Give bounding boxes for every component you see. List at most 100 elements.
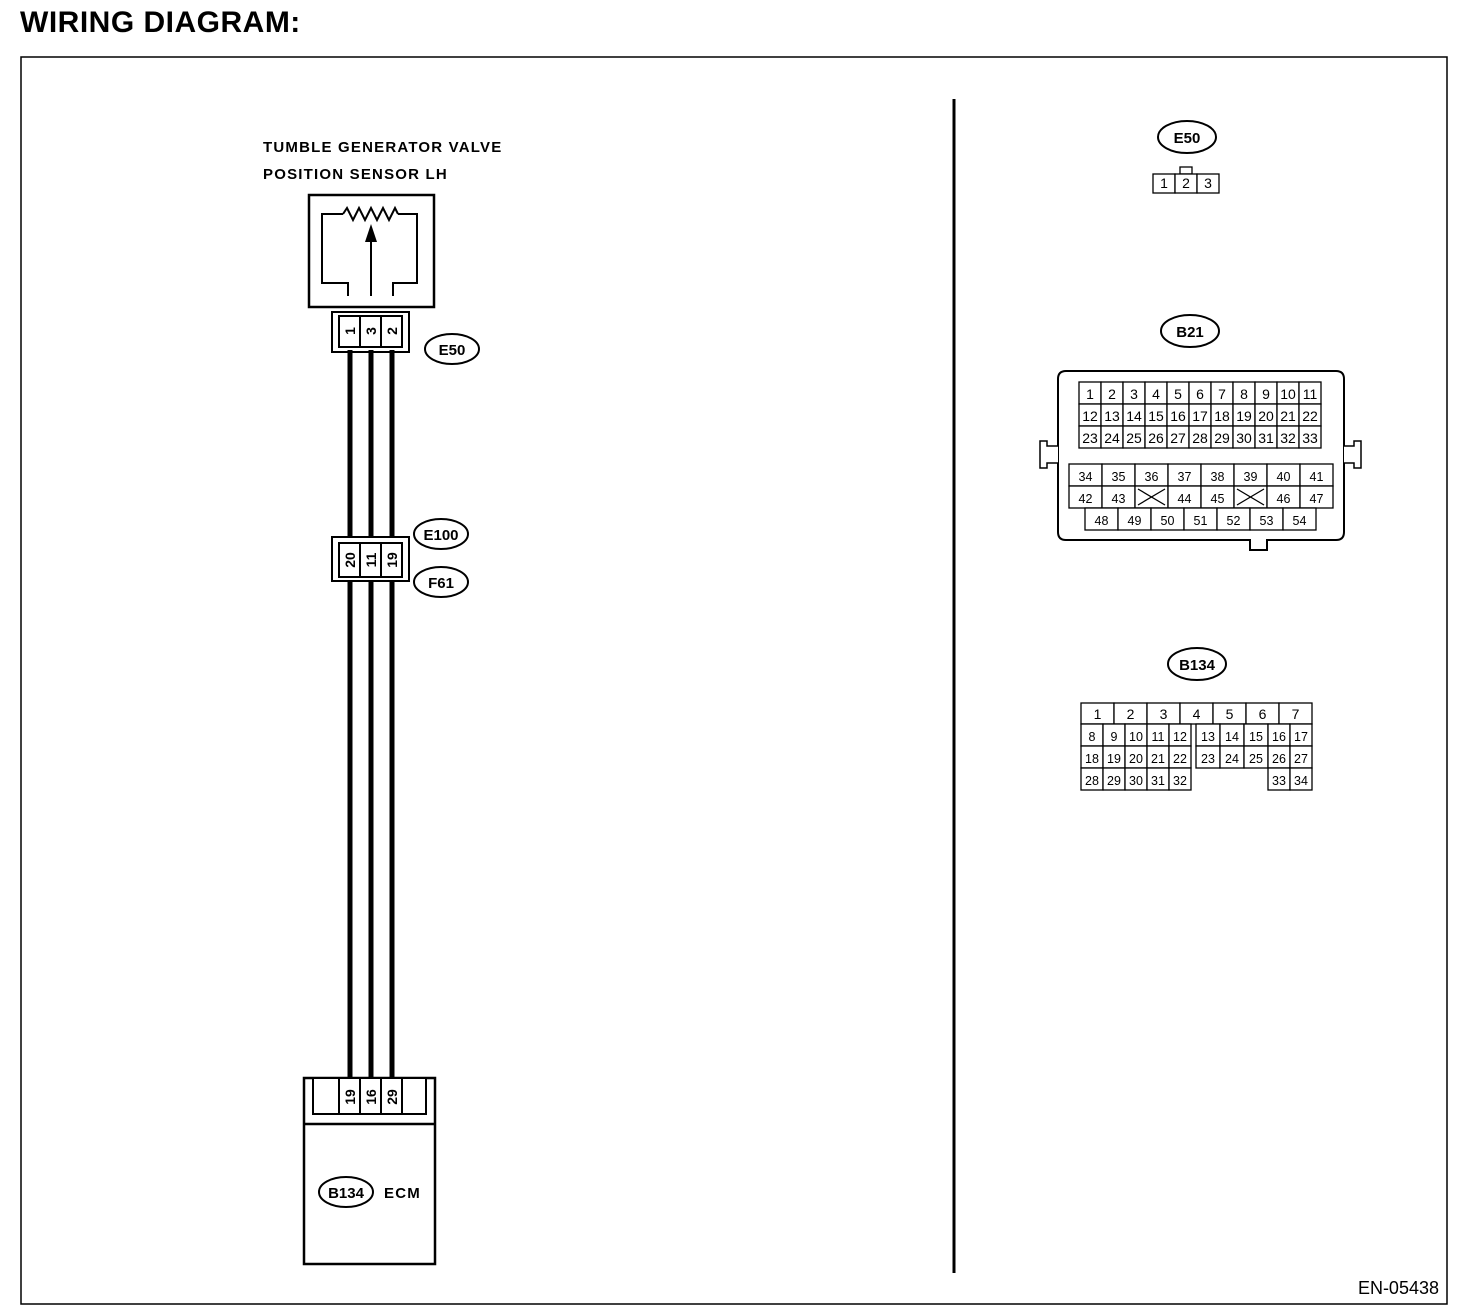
b134-pin-number: 17 (1294, 730, 1308, 744)
b21-pin-number: 50 (1161, 514, 1175, 528)
b21-pin-number: 25 (1126, 430, 1142, 446)
b21-pin-number: 14 (1126, 408, 1142, 424)
b21-pin-number: 1 (1086, 386, 1094, 402)
b134-pin-number: 31 (1151, 774, 1165, 788)
blank-pin-mark (1236, 488, 1265, 506)
b21-pin-number: 11 (1303, 386, 1318, 402)
b134-pin-number: 5 (1226, 706, 1234, 722)
b134-pin-number: 7 (1292, 706, 1300, 722)
b134-pin-number: 25 (1249, 752, 1263, 766)
b134-pin-number: 32 (1173, 774, 1187, 788)
e50-pin-number: 3 (1204, 175, 1212, 191)
b134-pin-number: 1 (1094, 706, 1102, 722)
b134-pin-number: 26 (1272, 752, 1286, 766)
e50-key (1179, 166, 1193, 175)
b21-pin-number: 8 (1240, 386, 1248, 402)
b134-pin-number: 14 (1225, 730, 1239, 744)
b134-pin-number: 21 (1151, 752, 1165, 766)
wiper-arrow (365, 224, 377, 242)
b134-pin-number: 15 (1249, 730, 1263, 744)
b21-view-label: B21 (1176, 324, 1204, 341)
joint-pin-2: 11 (363, 552, 379, 567)
sensor-pin-3: 2 (384, 327, 400, 335)
pin-cell (1196, 173, 1220, 194)
b21-pin-number: 49 (1128, 514, 1142, 528)
b21-pin-number: 51 (1194, 514, 1208, 528)
b21-pin-number: 24 (1104, 430, 1120, 446)
pin-cell (1168, 767, 1192, 791)
page-title: WIRING DIAGRAM: (20, 6, 301, 39)
b134-pin-number: 27 (1294, 752, 1308, 766)
b21-pin-number: 33 (1302, 430, 1318, 446)
b21-pin-number: 12 (1082, 408, 1098, 424)
b21-pin-number: 43 (1112, 492, 1126, 506)
sensor-name-line2: POSITION SENSOR LH (263, 166, 448, 183)
b21-pin-number: 44 (1178, 492, 1192, 506)
joint-connector: 20 11 19 (331, 536, 410, 582)
joint-pin-3: 19 (384, 552, 400, 568)
b134-pin-number: 22 (1173, 752, 1187, 766)
b134-pin-number: 4 (1193, 706, 1201, 722)
b134-pin-number: 24 (1225, 752, 1239, 766)
diagram-frame (20, 56, 1448, 1305)
b134-pin-number: 8 (1089, 730, 1096, 744)
harness-lower (347, 580, 395, 1080)
b134-pin-number: 28 (1085, 774, 1099, 788)
b21-view-tag (1160, 314, 1220, 348)
b21-pin-number: 54 (1293, 514, 1307, 528)
b21-pin-number: 17 (1192, 408, 1208, 424)
b21-pin-number: 4 (1152, 386, 1160, 402)
b21-pin-number: 18 (1214, 408, 1230, 424)
b134-view-label: B134 (1179, 657, 1216, 674)
b134-pin-number: 6 (1259, 706, 1267, 722)
b134-pin-number: 16 (1272, 730, 1286, 744)
b134-pin-number: 20 (1129, 752, 1143, 766)
joint-connector-id-top: E100 (423, 527, 458, 544)
sensor-connector-tag (424, 333, 480, 365)
harness-upper (347, 350, 395, 540)
e50-pin-number: 1 (1160, 175, 1168, 191)
b21-pin-number: 37 (1178, 470, 1192, 484)
b134-pin-number: 13 (1201, 730, 1215, 744)
blank-pin-mark (1137, 488, 1166, 506)
b21-pin-number: 22 (1302, 408, 1318, 424)
b21-pin-number: 2 (1108, 386, 1116, 402)
e50-pin-number: 2 (1182, 175, 1190, 191)
joint-connector-tag-top (413, 518, 469, 550)
b21-pin-number: 52 (1227, 514, 1241, 528)
b134-pin-number: 12 (1173, 730, 1187, 744)
joint-connector-tag-bottom (413, 566, 469, 598)
b134-pin-number: 10 (1129, 730, 1143, 744)
b21-pin-number: 26 (1148, 430, 1164, 446)
sensor-pin-1: 1 (342, 327, 358, 335)
b134-pin-number: 23 (1201, 752, 1215, 766)
resistor-zigzag (342, 205, 399, 223)
b21-pin-number: 36 (1145, 470, 1159, 484)
b21-pin-number: 35 (1112, 470, 1126, 484)
pin-cell (1282, 507, 1317, 531)
b21-pin-number: 46 (1277, 492, 1291, 506)
pin-cell (1298, 425, 1322, 449)
b21-pin-number: 13 (1104, 408, 1120, 424)
b134-pin-number: 2 (1127, 706, 1135, 722)
b21-pin-number: 30 (1236, 430, 1252, 446)
b21-pin-number: 23 (1082, 430, 1098, 446)
figure-code: EN-05438 (1358, 1278, 1439, 1298)
e50-view-label: E50 (1174, 130, 1201, 147)
b21-pin-number: 16 (1170, 408, 1186, 424)
b134-pin-number: 11 (1152, 730, 1165, 744)
b21-pin-number: 53 (1260, 514, 1274, 528)
ecm-connector-tag (318, 1176, 374, 1208)
ecm-connector-id: B134 (328, 1185, 365, 1202)
ecm-body: 19 16 29 (302, 1076, 437, 1266)
b21-pin-number: 3 (1130, 386, 1138, 402)
b21-pin-number: 21 (1280, 408, 1296, 424)
b21-pin-number: 27 (1170, 430, 1186, 446)
sensor-connector: 1 3 2 (331, 311, 410, 353)
b134-pin-number: 18 (1085, 752, 1099, 766)
b134-pin-number: 3 (1160, 706, 1168, 722)
ecm-pin-1: 19 (342, 1089, 358, 1105)
b21-pin-number: 39 (1244, 470, 1258, 484)
